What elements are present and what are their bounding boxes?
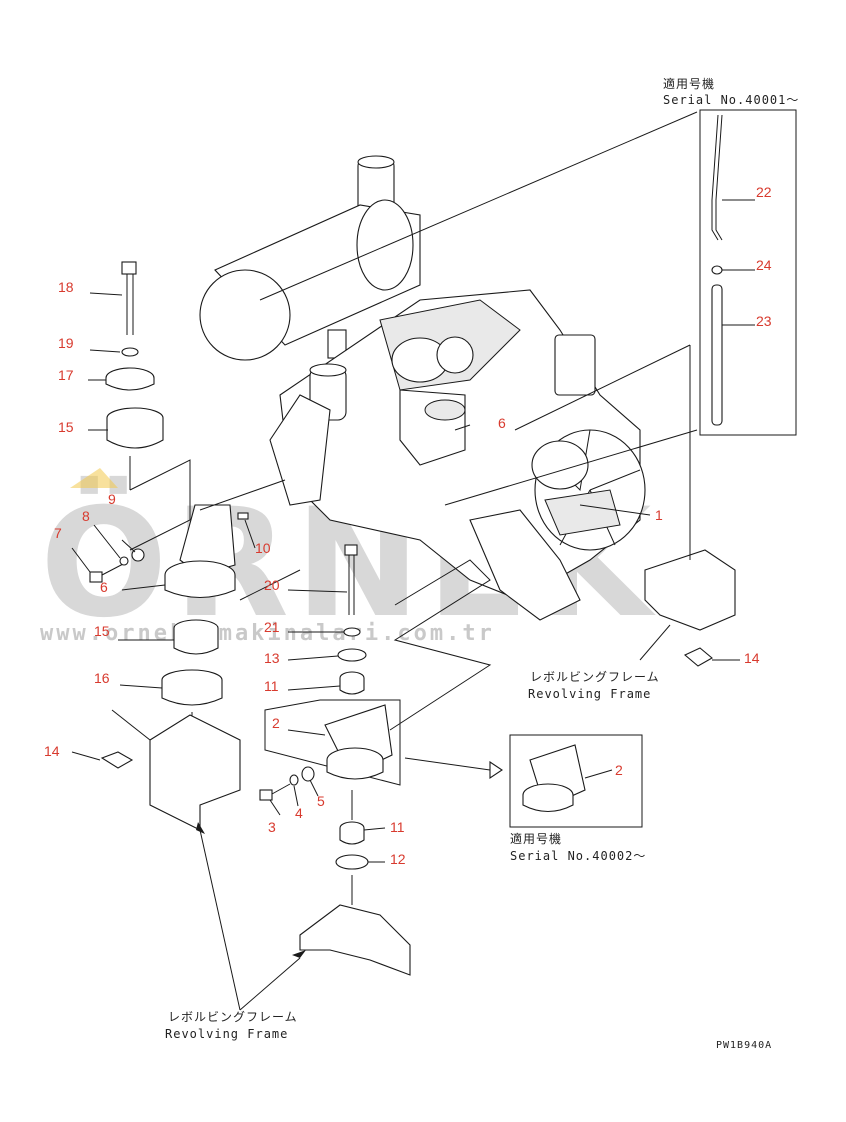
callout-24: 24 [756,257,772,273]
callout-2b: 2 [615,762,623,778]
callouts: 1 2 2 3 4 5 6 6 7 8 9 10 11 11 12 13 14 … [44,184,772,867]
serial-note-top: Serial No.40001～ [663,93,799,107]
callout-10: 10 [255,540,271,556]
callout-11a: 11 [264,678,279,694]
callout-9: 9 [108,491,116,507]
callout-11b: 11 [390,819,405,835]
bracket-detail [509,734,643,828]
callout-15b: 15 [94,623,110,639]
engine-assembly [199,155,646,621]
callout-18: 18 [58,279,74,295]
watermark-accent [70,468,118,488]
callout-2a: 2 [272,715,280,731]
callout-21: 21 [264,619,280,635]
callout-8: 8 [82,508,90,524]
callout-15a: 15 [58,419,74,435]
callout-22: 22 [756,184,772,200]
callout-20: 20 [264,577,280,593]
callout-23: 23 [756,313,772,329]
leader-lines [71,199,755,863]
callout-4: 4 [295,805,303,821]
serial-note-bottom: Serial No.40002～ [510,849,646,863]
annotations: 適用号機 Serial No.40001～ 適用号機 Serial No.400… [165,76,799,1051]
drawing-code: PW1B940A [716,1040,772,1051]
callout-16: 16 [94,670,110,686]
callout-17: 17 [58,367,74,383]
callout-12: 12 [390,851,406,867]
center-parts-stack [259,544,503,976]
frame-label-bottom-en: Revolving Frame [165,1027,288,1041]
callout-14b: 14 [744,650,760,666]
left-lower-parts [100,619,241,831]
callout-7: 7 [54,525,62,541]
dipstick-detail [259,109,797,506]
watermark-url: www.ornekismakinalari.com.tr [40,621,495,646]
callout-19: 19 [58,335,74,351]
callout-1: 1 [655,507,663,523]
left-parts-stack [89,261,301,601]
serial-note-top-jp: 適用号機 [663,76,715,91]
callout-13: 13 [264,650,280,666]
callout-6a: 6 [498,415,506,431]
frame-arrows [196,822,306,1011]
frame-label-right-jp: レボルビングフレーム [530,670,660,684]
right-frame-bracket [514,344,736,667]
callout-3: 3 [268,819,276,835]
callout-14a: 14 [44,743,60,759]
callout-5: 5 [317,793,325,809]
callout-6b: 6 [100,579,108,595]
frame-label-bottom-jp: レボルビングフレーム [168,1010,298,1024]
frame-label-right-en: Revolving Frame [528,687,651,701]
serial-note-bottom-jp: 適用号機 [510,831,562,846]
